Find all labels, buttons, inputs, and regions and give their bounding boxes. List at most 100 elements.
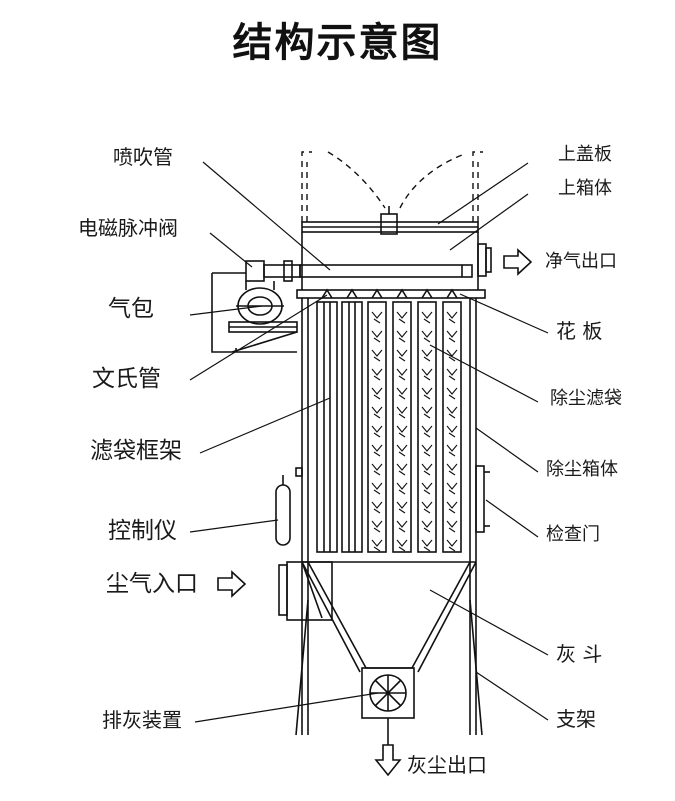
bag-hatch-mark (446, 425, 458, 438)
support-frame (295, 562, 483, 736)
bag-hatch-mark (446, 311, 458, 324)
bag-hatch-mark (446, 330, 458, 343)
bag-hatch-mark (446, 368, 458, 381)
label-wenshiguan: 文氏管 (92, 366, 161, 392)
label-huidou: 灰 斗 (556, 642, 603, 666)
leader-wenshiguan (189, 294, 328, 381)
label-chenqirukou: 尘气入口 (106, 571, 198, 597)
bag-hatch-mark (371, 349, 383, 362)
bag-hatch-mark (371, 482, 383, 495)
bag-hatch-mark (421, 349, 433, 362)
bag-hatch-mark (396, 330, 408, 343)
bag-hatch-mark (421, 330, 433, 343)
bag-hatch-mark (396, 444, 408, 457)
bag-hatch-mark (446, 520, 458, 533)
filter-frames (316, 301, 363, 553)
bag-hatch-mark (421, 406, 433, 419)
bag-hatch-mark (446, 406, 458, 419)
bag-hatch-mark (446, 539, 458, 552)
venturi-nozzles (321, 288, 458, 299)
label-jingqichukou: 净气出口 (545, 251, 617, 272)
leader-shanggaiban (437, 162, 529, 225)
label-huaban: 花 板 (556, 319, 603, 343)
leader-dianci (209, 232, 253, 268)
bag-hatch-mark (421, 368, 433, 381)
bag-hatch-mark (421, 520, 433, 533)
leader-paihui (194, 692, 379, 723)
bag-hatch-mark (371, 425, 383, 438)
label-chuchenxiangti: 除尘箱体 (546, 459, 618, 480)
leader-zhijia (475, 671, 549, 721)
bag-hatch-mark (446, 482, 458, 495)
leader-huaban (459, 293, 549, 334)
label-kongzhiyi: 控制仪 (108, 518, 177, 544)
filter-bags (367, 301, 462, 553)
leader-lvdaikuangjia (199, 397, 331, 454)
ash-outlet-arrow (374, 744, 402, 777)
label-chuchenlvdai: 除尘滤袋 (550, 388, 622, 409)
label-paihuizhuangzhi: 排灰装置 (102, 708, 182, 732)
bag-hatch-mark (421, 501, 433, 514)
bag-hatch-mark (396, 501, 408, 514)
bag-hatch-mark (371, 463, 383, 476)
label-shanggaiban: 上盖板 (558, 144, 612, 165)
bag-hatch-mark (371, 539, 383, 552)
bag-hatch-mark (396, 349, 408, 362)
control-instrument (275, 475, 291, 546)
clean-gas-outlet-arrow (503, 248, 533, 276)
bag-hatch-mark (396, 425, 408, 438)
bag-hatch-mark (396, 520, 408, 533)
dust-inlet-arrow (217, 570, 247, 598)
gas-bag-assembly (211, 260, 301, 353)
leader-qibao (189, 305, 263, 316)
bag-hatch-mark (396, 463, 408, 476)
bag-hatch-mark (396, 482, 408, 495)
bag-hatch-mark (396, 406, 408, 419)
bag-hatch-mark (396, 368, 408, 381)
leader-kongzhiyi (189, 519, 279, 533)
bag-hatch-mark (371, 406, 383, 419)
bag-hatch-mark (446, 501, 458, 514)
bag-hatch-mark (396, 311, 408, 324)
label-zhijia: 支架 (556, 707, 596, 731)
leader-jianchamen (485, 499, 539, 538)
bag-hatch-mark (371, 520, 383, 533)
upper-housing (301, 206, 492, 290)
ash-hopper (301, 561, 477, 673)
bag-hatch-mark (371, 330, 383, 343)
label-shangxiangti: 上箱体 (558, 178, 612, 199)
leader-chuchenxiangti (475, 427, 539, 473)
bag-hatch-mark (371, 368, 383, 381)
leader-penchuiguan (202, 161, 331, 271)
bag-hatch-mark (371, 444, 383, 457)
leader-huidou (429, 589, 549, 656)
page-title: 结构示意图 (232, 20, 443, 66)
dust-inlet (278, 561, 333, 621)
leader-chuchenlvdai (429, 344, 539, 403)
lid-open-outline (301, 151, 483, 222)
bag-hatch-mark (371, 387, 383, 400)
tube-sheet (296, 289, 486, 299)
bag-hatch-mark (421, 425, 433, 438)
bag-hatch-mark (396, 539, 408, 552)
bag-hatch-mark (421, 387, 433, 400)
bag-hatch-marks (371, 311, 458, 552)
bag-hatch-mark (446, 349, 458, 362)
bag-hatch-mark (421, 463, 433, 476)
leader-shangxiangti (449, 193, 529, 251)
bag-hatch-mark (371, 501, 383, 514)
label-qibao: 气包 (108, 296, 154, 322)
bag-hatch-mark (446, 444, 458, 457)
label-huichenchukou: 灰尘出口 (407, 753, 487, 777)
bag-hatch-mark (421, 482, 433, 495)
label-lvdaikuangjia: 滤袋框架 (90, 438, 182, 464)
label-dianci: 电磁脉冲阀 (78, 216, 178, 240)
label-jianchamen: 检查门 (546, 524, 600, 545)
bag-hatch-mark (446, 387, 458, 400)
discharge-valve (361, 667, 415, 745)
bag-hatch-mark (446, 463, 458, 476)
bag-hatch-mark (371, 311, 383, 324)
label-penchuiguan: 喷吹管 (113, 145, 173, 169)
